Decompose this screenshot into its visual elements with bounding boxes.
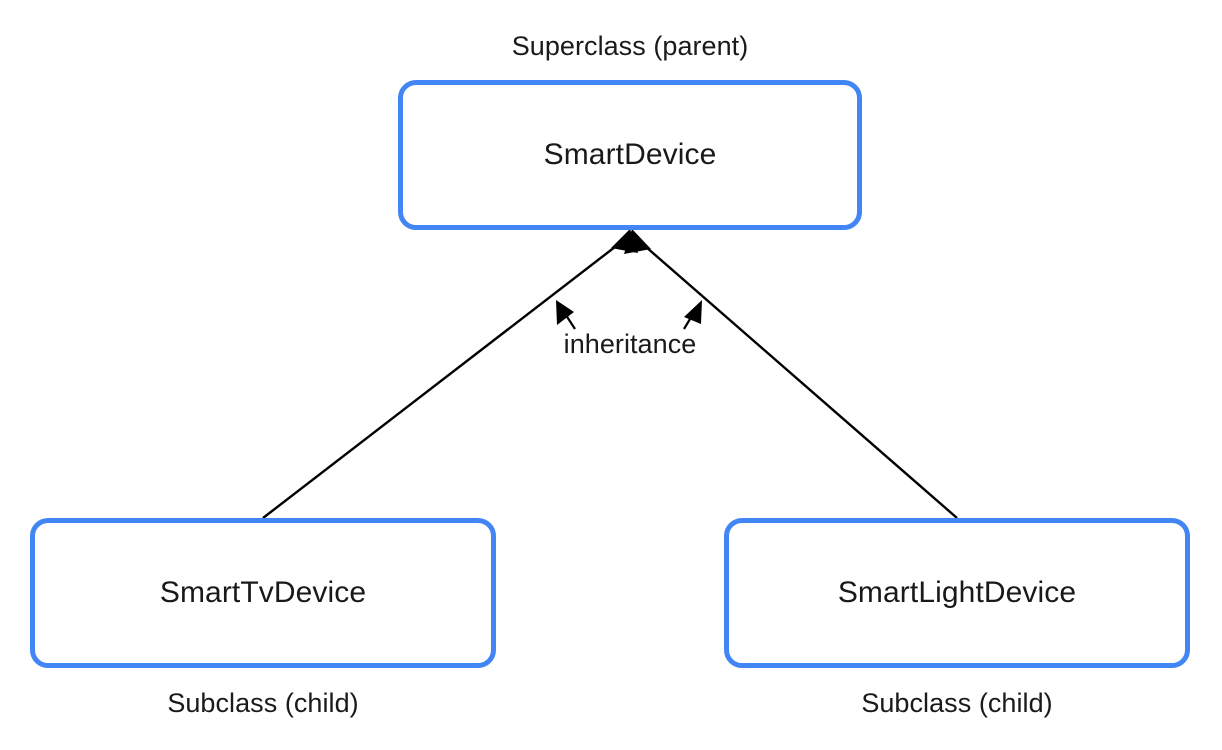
inheritance-edge-light: [624, 229, 958, 519]
class-node-title: SmartLightDevice: [837, 576, 1077, 609]
superclass-caption: Superclass (parent): [511, 31, 749, 61]
subclass-tv-caption: Subclass (child): [167, 688, 359, 718]
class-node-smartlightdevice[interactable]: SmartLightDevice: [724, 518, 1190, 668]
subclass-light-caption: Subclass (child): [861, 688, 1053, 718]
class-node-title: SmartTvDevice: [159, 576, 367, 609]
inheritance-label-pointer-right-icon: [683, 300, 702, 330]
inheritance-label-pointer-left-icon: [556, 300, 576, 330]
class-node-smartdevice[interactable]: SmartDevice: [398, 80, 862, 230]
inheritance-edge-tv: [262, 229, 638, 519]
class-node-title: SmartDevice: [543, 138, 717, 171]
inheritance-label: inheritance: [563, 329, 697, 359]
class-node-smarttvdevice[interactable]: SmartTvDevice: [30, 518, 496, 668]
